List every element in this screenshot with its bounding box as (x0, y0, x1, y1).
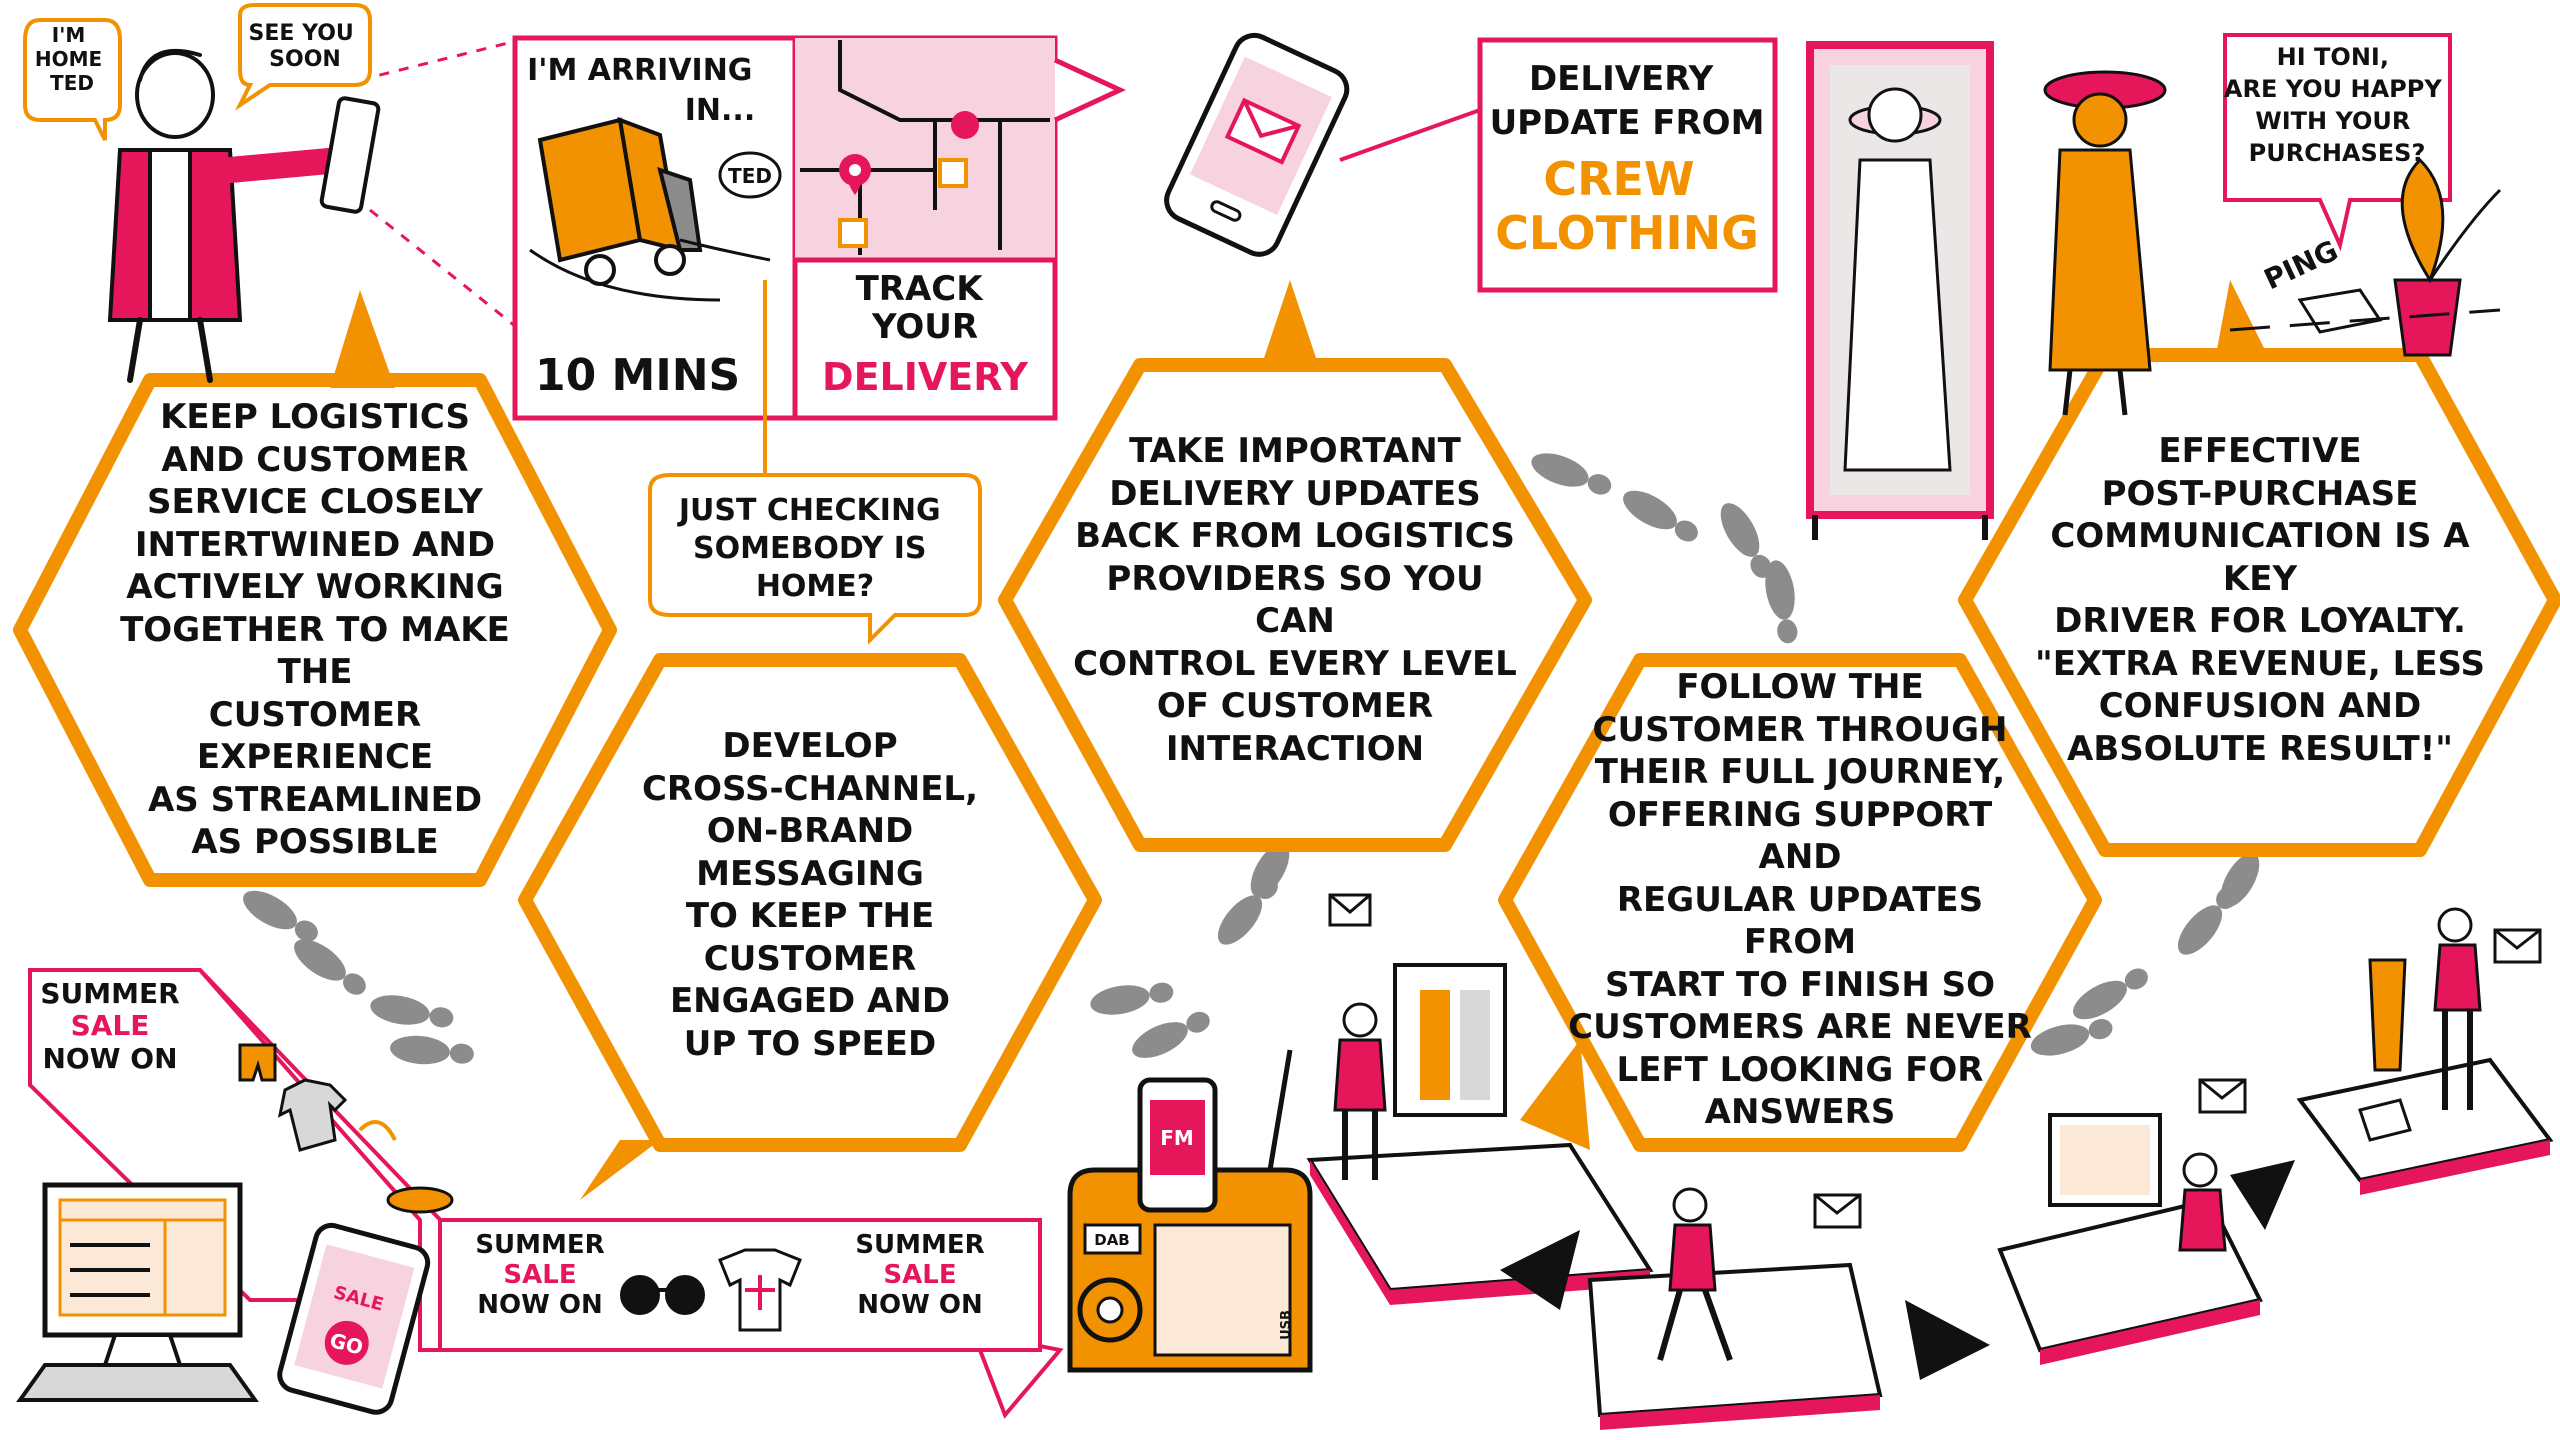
ted-label: TED (728, 164, 772, 188)
man-with-phone (107, 48, 381, 383)
plant-icon (2393, 157, 2502, 357)
svg-text:USB: USB (1279, 1310, 1294, 1340)
hexagon-cross-channel-text: DEVELOP CROSS-CHANNEL, ON-BRAND MESSAGIN… (641, 726, 979, 1064)
shorts-icon (238, 1043, 277, 1082)
desktop-computer-icon (16, 1182, 259, 1402)
svg-text:JUST CHECKING SOMEBODY I: JUST CHECKING SOMEBODY IS HOME? (677, 493, 951, 604)
checking-bubble: JUST CHECKING SOMEBODY IS HOME? (648, 280, 982, 645)
im-home-bubble: I'M HOME TED (23, 18, 122, 141)
truck-icon (537, 116, 703, 286)
hexagon-delivery-updates (998, 280, 1592, 852)
tracking-panel: TED I'M ARRIVING IN... 10 MINS TRACK YOU… (512, 35, 1126, 421)
svg-text:SALE: SALE (883, 1260, 956, 1290)
floor-phone-icon (2229, 288, 2501, 334)
im-home-text: I'M HOME TED (35, 23, 109, 95)
sale-phone-icon: SALE GO (277, 1222, 431, 1415)
hexagon-cross-channel (518, 653, 1102, 1200)
svg-text:FM: FM (1160, 1126, 1194, 1150)
platform-checkout (2296, 907, 2554, 1195)
svg-text:SEE YOU SOON: SEE YOU SOON (249, 21, 362, 72)
svg-text:HI TONI, ARE YOU HAPPY: HI TONI, ARE YOU HAPPY WITH YOUR PURCHAS… (2224, 43, 2450, 167)
see-you-bubble: SEE YOU SOON (234, 3, 372, 111)
svg-text:SALE: SALE (503, 1260, 576, 1290)
hexagon-logistics (13, 290, 617, 887)
svg-text:SALE: SALE (71, 1009, 150, 1042)
hexagon-follow-customer (1498, 653, 2102, 1152)
track-delivery-text: DELIVERY (822, 355, 1028, 399)
woman-orange-dress (2043, 70, 2167, 416)
phone-email-icon (1164, 32, 1350, 257)
svg-text:NOW ON: NOW ON (42, 1042, 177, 1075)
svg-text:DAB: DAB (1094, 1231, 1130, 1249)
platform-walking (1587, 1187, 1883, 1430)
platform-computer (1997, 1078, 2263, 1365)
footprints (243, 453, 2272, 1065)
hexagon-delivery-updates-text: TAKE IMPORTANT DELIVERY UPDATES BACK FRO… (1073, 431, 1517, 769)
delivery-update-box: DELIVERY UPDATE FROM CREW CLOTHING (1339, 37, 1778, 293)
svg-text:DELIVERY UPDATE FROM: DELIVERY UPDATE FROM (1490, 59, 1765, 143)
svg-text:NOW ON: NOW ON (477, 1290, 602, 1320)
svg-text:SUMMER: SUMMER (475, 1230, 604, 1260)
radio-icon: FM DAB USB (1067, 1049, 1313, 1373)
hexagon-post-purchase-text: EFFECTIVE POST-PURCHASE COMMUNICATION IS… (2034, 431, 2485, 769)
mirror-icon (1806, 41, 1994, 540)
svg-text:NOW ON: NOW ON (857, 1290, 982, 1320)
svg-text:SUMMER: SUMMER (40, 977, 179, 1010)
hexagon-logistics-text: KEEP LOGISTICS AND CUSTOMER SERVICE CLOS… (120, 397, 510, 863)
shirt-icon (277, 1078, 348, 1152)
svg-text:CREW CLOTHING: CREW CLOTHING (1495, 152, 1759, 260)
mins-text: 10 MINS (535, 350, 740, 401)
tshirt-icon (718, 1248, 802, 1332)
arriving-text: I'M ARRIVING IN... (527, 53, 763, 128)
hat-icon (386, 1186, 454, 1214)
hexagon-follow-customer-text: FOLLOW THE CUSTOMER THROUGH THEIR FULL J… (1568, 667, 2032, 1132)
svg-text:SUMMER: SUMMER (855, 1230, 984, 1260)
direction-arrows (1500, 1160, 2295, 1380)
sunglasses-icon (620, 1275, 705, 1315)
man-dashed-lines (359, 38, 521, 332)
hi-toni-bubble: HI TONI, ARE YOU HAPPY WITH YOUR PURCHAS… (2223, 33, 2452, 252)
ping-text: PING (2259, 234, 2343, 297)
track-text: TRACK YOUR (856, 269, 995, 347)
